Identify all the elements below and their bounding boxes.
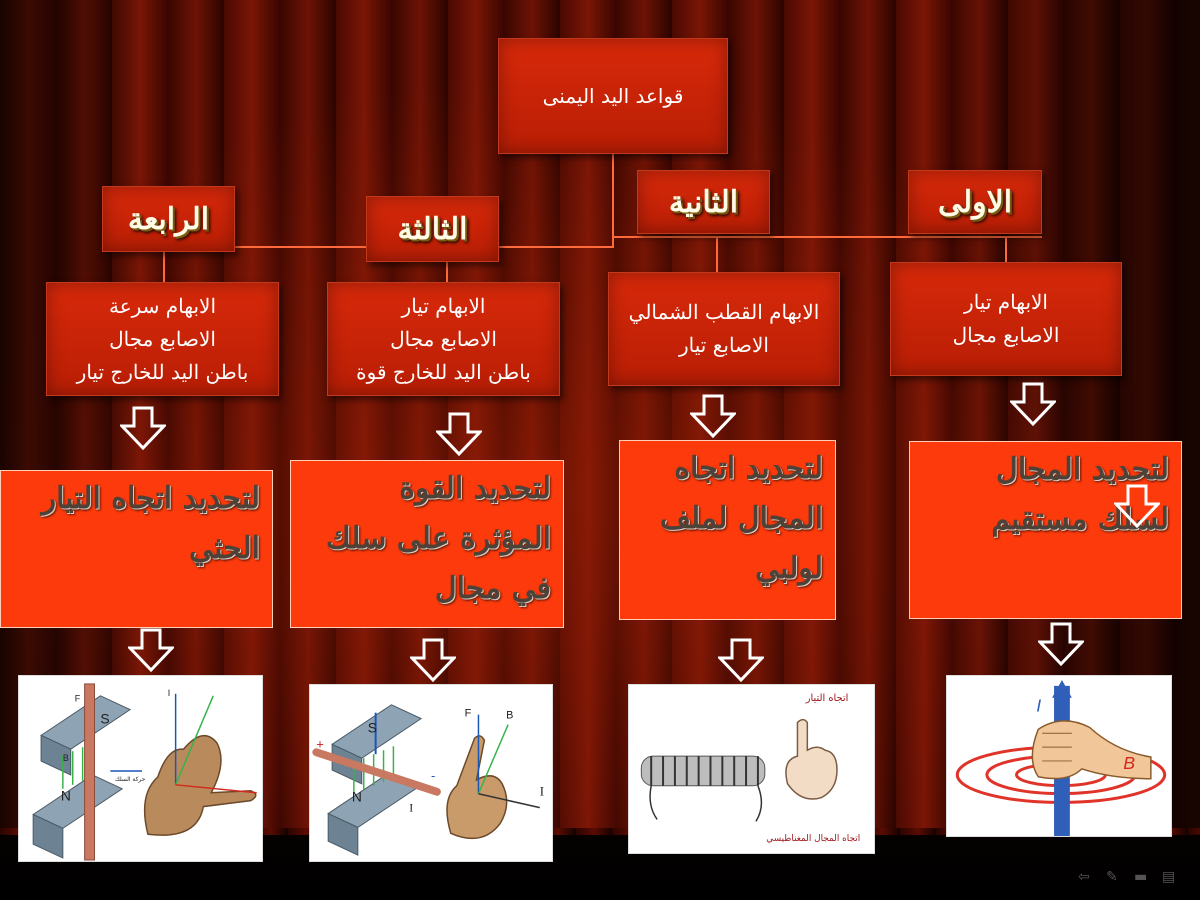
current-direction-label: اتجاه التيار	[805, 693, 849, 704]
rule2-heading-box: الثانية	[637, 170, 770, 234]
connector-rule3-down	[446, 246, 448, 282]
rule3-purpose-line-1: لتحديد القوة	[399, 471, 551, 506]
straight-wire-hand-figure: I B	[946, 675, 1172, 837]
rule3-heading: الثالثة	[397, 211, 468, 247]
root-title-box: قواعد اليد اليمنى	[498, 38, 728, 154]
rule4-purpose-line-2: الحثي	[189, 531, 260, 566]
down-arrow-icon	[1038, 622, 1084, 666]
back-arrow-icon[interactable]: ⇦	[1078, 869, 1090, 885]
rule1-description: الابهام تيار الاصابع مجال	[890, 262, 1122, 376]
rule2-purpose-line-3: لولبي	[755, 551, 823, 586]
rule4-line-1: الابهام سرعة	[108, 293, 217, 318]
north-pole-label: N	[61, 788, 71, 804]
solenoid-illustration: اتجاه التيار اتجاه المجال المغناطيسي	[640, 693, 860, 844]
rule1-purpose-line-1: لتحديد المجال	[996, 452, 1169, 487]
rule3-line-3: باطن اليد للخارج قوة	[356, 359, 531, 384]
force-label: F	[465, 708, 472, 720]
down-arrow-icon	[436, 412, 482, 456]
straight-wire-illustration: I B	[955, 679, 1167, 836]
current-label: I	[409, 801, 413, 815]
rule1-heading: الاولى	[937, 184, 1013, 220]
connector-rule2-down	[716, 238, 718, 272]
down-arrow-icon	[1010, 382, 1056, 426]
rule2-purpose-line-1: لتحديد اتجاه	[674, 451, 823, 486]
rule3-description: الابهام تيار الاصابع مجال باطن اليد للخا…	[327, 282, 560, 396]
magnetic-field-direction-label: اتجاه المجال المغناطيسي	[766, 834, 860, 844]
force-on-wire-illustration: S N + - I F B I	[312, 704, 544, 856]
induced-current-figure: S N F B حركة السلك I	[18, 675, 263, 862]
minus-label: -	[431, 768, 435, 783]
rule1-purpose-line-2: لسلك مستقيم	[991, 502, 1169, 537]
rule1-line-1: الابهام تيار	[964, 290, 1048, 314]
field-label: B	[506, 710, 513, 722]
down-arrow-icon	[718, 638, 764, 682]
rule3-purpose-box: لتحديد القوة المؤثرة على سلك في مجال	[290, 460, 564, 628]
down-arrow-icon	[410, 638, 456, 682]
wire-motion-label: حركة السلك	[115, 776, 146, 783]
current-label: I	[1036, 696, 1041, 716]
pen-icon[interactable]: ✎	[1106, 869, 1118, 885]
current-label-hand: I	[540, 785, 544, 799]
down-arrow-icon	[128, 628, 174, 672]
rule3-purpose-line-2: المؤثرة على سلك	[325, 521, 551, 556]
south-pole-label: S	[368, 719, 377, 735]
down-arrow-icon	[690, 394, 736, 438]
rule4-heading-box: الرابعة	[102, 186, 235, 252]
rule1-purpose-box: لتحديد المجال لسلك مستقيم	[909, 441, 1182, 619]
connector-rule1-down	[1005, 236, 1007, 264]
rule4-heading: الرابعة	[127, 201, 210, 237]
rule4-purpose-line-1: لتحديد اتجاه التيار	[41, 481, 260, 516]
south-pole-label: S	[100, 710, 109, 726]
rule3-purpose-line-3: في مجال	[434, 571, 551, 606]
rule2-line-2: الاصابع تيار	[679, 333, 769, 357]
slide-nav: ⇦ ✎ ▬ ▤	[1078, 870, 1180, 884]
rule2-line-1: الابهام القطب الشمالي	[628, 300, 820, 324]
down-arrow-icon	[1114, 484, 1160, 528]
connector-root-down	[612, 152, 614, 246]
north-pole-label: N	[352, 789, 362, 805]
rule3-line-1: الابهام تيار	[401, 293, 486, 318]
force-on-wire-figure: S N + - I F B I	[309, 684, 553, 862]
rule2-heading: الثانية	[668, 184, 739, 220]
hand-current-label: I	[168, 688, 170, 698]
field-label: B	[63, 753, 69, 763]
connector-bus-upper	[612, 236, 1042, 238]
stage-edge	[0, 828, 1200, 838]
rule2-description: الابهام القطب الشمالي الاصابع تيار	[608, 272, 840, 386]
plus-label: +	[316, 736, 324, 751]
rule3-heading-box: الثالثة	[366, 196, 499, 262]
field-label: B	[1123, 753, 1135, 773]
rule4-purpose-box: لتحديد اتجاه التيار الحثي	[0, 470, 273, 628]
menu-icon[interactable]: ▬	[1134, 869, 1148, 885]
force-label: F	[75, 694, 81, 704]
rule2-purpose-box: لتحديد اتجاه المجال لملف لولبي	[619, 440, 836, 620]
root-title: قواعد اليد اليمنى	[542, 84, 684, 108]
connector-rule4-down	[163, 246, 165, 282]
rule4-description: الابهام سرعة الاصابع مجال باطن اليد للخا…	[46, 282, 279, 396]
rule4-line-2: الاصابع مجال	[109, 326, 216, 351]
rule4-line-3: باطن اليد للخارج تيار	[76, 359, 249, 384]
screen-icon[interactable]: ▤	[1162, 869, 1176, 885]
rule3-line-2: الاصابع مجال	[390, 326, 497, 351]
down-arrow-icon	[120, 406, 166, 450]
induced-current-illustration: S N F B حركة السلك I	[32, 683, 257, 861]
solenoid-hand-figure: اتجاه التيار اتجاه المجال المغناطيسي	[628, 684, 875, 854]
rule1-heading-box: الاولى	[908, 170, 1042, 234]
rule2-purpose-line-2: المجال لملف	[659, 501, 823, 536]
rule1-line-2: الاصابع مجال	[952, 323, 1060, 347]
